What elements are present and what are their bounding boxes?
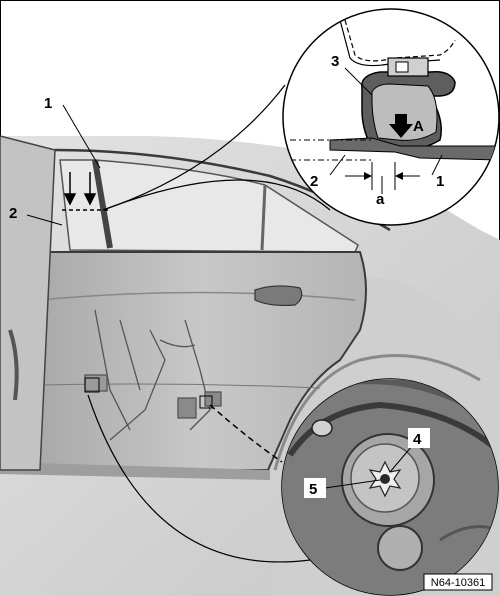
callout-2-detail: 2 [310,173,318,190]
figure-reference: N64-10361 [423,573,493,591]
main-callouts: 1 2 [9,95,101,226]
dimension-a: a [376,191,385,208]
rear-door [0,251,367,480]
top-detail-view: 3 A 2 1 a [282,8,500,226]
window-regulator [84,309,222,441]
seal-arrows [62,172,110,211]
top-detail-connector [102,84,331,211]
door-handle [254,285,303,307]
callout-3: 3 [331,53,339,70]
bottom-detail-connector [84,377,311,563]
callout-a-arrow: A [413,118,424,135]
reference-number: N64-10361 [431,577,485,589]
bottom-detail-view: 4 5 [281,378,499,596]
callout-4: 4 [413,431,422,448]
callout-1-detail: 1 [436,173,444,190]
callout-2-main: 2 [9,205,17,222]
callout-1-main: 1 [44,95,52,112]
arrow-a-icon [389,114,413,138]
callout-5: 5 [309,481,317,498]
